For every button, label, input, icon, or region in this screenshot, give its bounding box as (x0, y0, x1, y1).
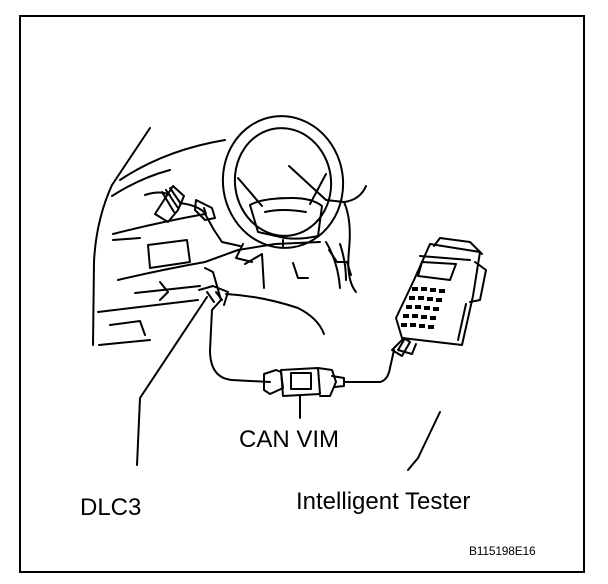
column-controls (194, 199, 347, 289)
dashboard (92, 127, 367, 346)
intelligent-tester-device (395, 237, 487, 355)
dlc3-leader-line (136, 296, 208, 466)
intelligent-tester-label: Intelligent Tester (296, 488, 471, 515)
dlc3-label: DLC3 (80, 494, 142, 521)
can-vim-label: CAN VIM (239, 426, 340, 453)
tester-keypad (401, 287, 445, 329)
tester-cable (343, 337, 411, 383)
steering-wheel (221, 115, 345, 263)
can-vim-unit (263, 367, 345, 419)
figure-frame (19, 15, 585, 573)
tester-leader-line (407, 411, 441, 471)
figure-code: B115198E16 (469, 544, 536, 558)
dlc3-cable (209, 299, 271, 383)
